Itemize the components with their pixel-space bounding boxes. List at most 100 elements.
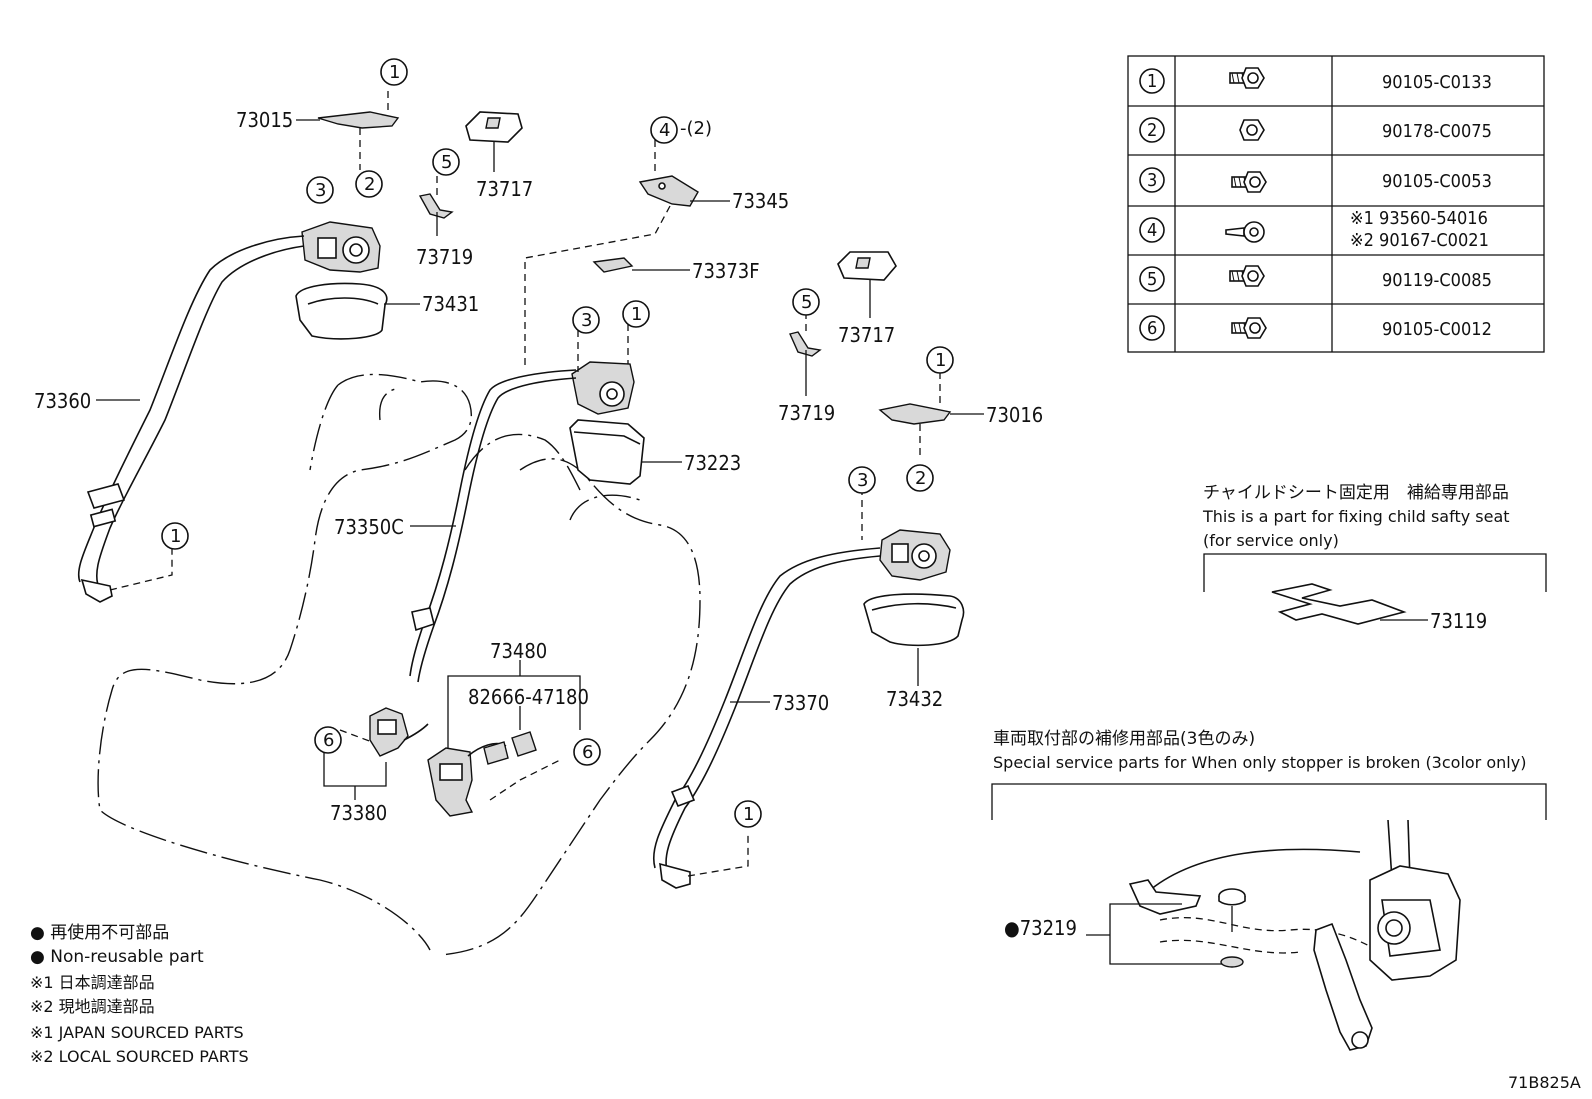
label-73016: 73016	[986, 403, 1043, 427]
svg-text:3: 3	[581, 310, 592, 331]
svg-text:1: 1	[389, 62, 400, 83]
part-labels: 73015 73717 73719 73431 73360 73345 7337…	[34, 108, 1487, 940]
quantity-2: -(2)	[680, 118, 712, 139]
row-part-number-alt: ※2 90167-C0021	[1350, 230, 1489, 251]
child-seat-title-jp: チャイルドシート固定用 補給専用部品	[1203, 483, 1509, 503]
diagram-code: 71B825A	[1508, 1073, 1581, 1092]
label-73015: 73015	[236, 108, 293, 132]
label-73350c: 73350C	[334, 515, 404, 539]
callout-2: 2	[355, 170, 383, 198]
table-row: 5 90119-C0085	[1139, 265, 1492, 292]
left-outer-belt-73360	[77, 221, 388, 603]
child-seat-desc-2: (for service only)	[1203, 531, 1339, 550]
label-73719-right: 73719	[778, 401, 835, 425]
stopper-part-box: 車両取付部の補修用部品(3色のみ) Special service parts …	[991, 729, 1547, 1051]
svg-text:3: 3	[857, 470, 868, 491]
rear-seat-outline	[97, 373, 701, 956]
callout-6: 6	[314, 726, 342, 754]
fastener-table: 1 90105-C0133 2 90178-C0075 3 90105-C005…	[1127, 55, 1545, 353]
label-73717-left: 73717	[476, 177, 533, 201]
row-part-number: 90105-C0133	[1382, 72, 1492, 93]
buckle-73480	[427, 660, 581, 817]
row-key: 4	[1147, 220, 1157, 241]
leader-lines	[96, 119, 1428, 703]
label-73219: ●73219	[1004, 916, 1077, 940]
center-belt-73350c	[409, 140, 699, 683]
legend-japan-sourced: ※1 JAPAN SOURCED PARTS	[30, 1023, 244, 1042]
table-row: 3 90105-C0053	[1139, 167, 1492, 193]
svg-text:4: 4	[659, 120, 670, 141]
bolt-icon	[1231, 317, 1267, 339]
row-part-number: 90105-C0053	[1382, 171, 1492, 192]
label-73480: 73480	[490, 639, 547, 663]
label-73370: 73370	[772, 691, 829, 715]
stopper-title-jp: 車両取付部の補修用部品(3色のみ)	[993, 729, 1255, 749]
legend-japan-jp: ※1 日本調達部品	[30, 973, 155, 992]
label-73223: 73223	[684, 451, 741, 475]
table-row: 1 90105-C0133	[1139, 67, 1492, 94]
callout-2: 2	[906, 464, 934, 492]
svg-text:1: 1	[631, 304, 642, 325]
label-73717-right: 73717	[838, 323, 895, 347]
label-73719-left: 73719	[416, 245, 473, 269]
label-73380: 73380	[330, 801, 387, 825]
child-seat-part-box: チャイルドシート固定用 補給専用部品 This is a part for fi…	[1202, 483, 1547, 625]
svg-text:3: 3	[315, 180, 326, 201]
screw-icon	[1225, 221, 1265, 243]
row-key: 2	[1147, 120, 1157, 141]
buckle-73380	[323, 707, 429, 800]
callouts: 1 2 3 5 4 -(2) 3 1 1 6 6 5 1 2 3 1	[161, 58, 954, 828]
nut-icon	[1239, 119, 1265, 141]
callout-5: 5	[792, 288, 820, 316]
svg-text:5: 5	[441, 152, 452, 173]
cover-73717-left	[465, 111, 523, 172]
svg-text:6: 6	[582, 742, 593, 763]
svg-text:1: 1	[170, 526, 181, 547]
callout-5: 5	[432, 148, 460, 176]
svg-text:1: 1	[743, 804, 754, 825]
callout-1: 1	[926, 346, 954, 374]
callout-3: 3	[306, 176, 334, 204]
label-73119: 73119	[1430, 609, 1487, 633]
legend-non-reusable: ● Non-reusable part	[30, 947, 204, 967]
callout-3: 3	[572, 306, 600, 334]
bolt-icon	[1229, 67, 1265, 89]
legend-non-reusable-jp: ● 再使用不可部品	[30, 922, 169, 943]
svg-text:2: 2	[364, 174, 375, 195]
label-73432: 73432	[886, 687, 943, 711]
right-outer-belt-73370	[652, 251, 965, 889]
legend-local-jp: ※2 現地調達部品	[30, 997, 155, 1016]
callout-1: 1	[380, 58, 408, 86]
callout-4: 4	[650, 116, 678, 144]
svg-text:6: 6	[323, 730, 334, 751]
label-73431: 73431	[422, 292, 479, 316]
table-row: 4 ※1 93560-54016 ※2 90167-C0021	[1139, 208, 1489, 251]
svg-text:1: 1	[935, 350, 946, 371]
row-part-number: 90119-C0085	[1382, 270, 1492, 291]
stopper-button	[1218, 888, 1246, 906]
stopper-desc: Special service parts for When only stop…	[993, 753, 1526, 772]
row-part-number: 90105-C0012	[1382, 319, 1492, 340]
svg-text:2: 2	[915, 468, 926, 489]
callout-3: 3	[848, 466, 876, 494]
callout-1: 1	[734, 800, 762, 828]
child-seat-desc: This is a part for fixing child safty se…	[1202, 507, 1510, 526]
svg-text:5: 5	[801, 292, 812, 313]
label-73373f: 73373F	[692, 259, 760, 283]
row-key: 3	[1147, 170, 1157, 191]
row-key: 1	[1147, 71, 1157, 92]
bolt-icon	[1229, 265, 1265, 287]
legend: ● 再使用不可部品 ● Non-reusable part ※1 日本調達部品 …	[30, 922, 249, 1066]
callout-6: 6	[573, 738, 601, 766]
row-key: 6	[1147, 318, 1157, 339]
clip-73719-left	[418, 176, 454, 236]
row-key: 5	[1147, 269, 1157, 290]
label-82666-47180: 82666-47180	[468, 685, 589, 709]
bracket-73015	[317, 86, 400, 170]
legend-local-sourced: ※2 LOCAL SOURCED PARTS	[30, 1047, 249, 1066]
label-73345: 73345	[732, 189, 789, 213]
row-part-number: ※1 93560-54016	[1350, 208, 1488, 229]
table-row: 6 90105-C0012	[1139, 315, 1492, 341]
bolt-icon	[1231, 171, 1267, 193]
